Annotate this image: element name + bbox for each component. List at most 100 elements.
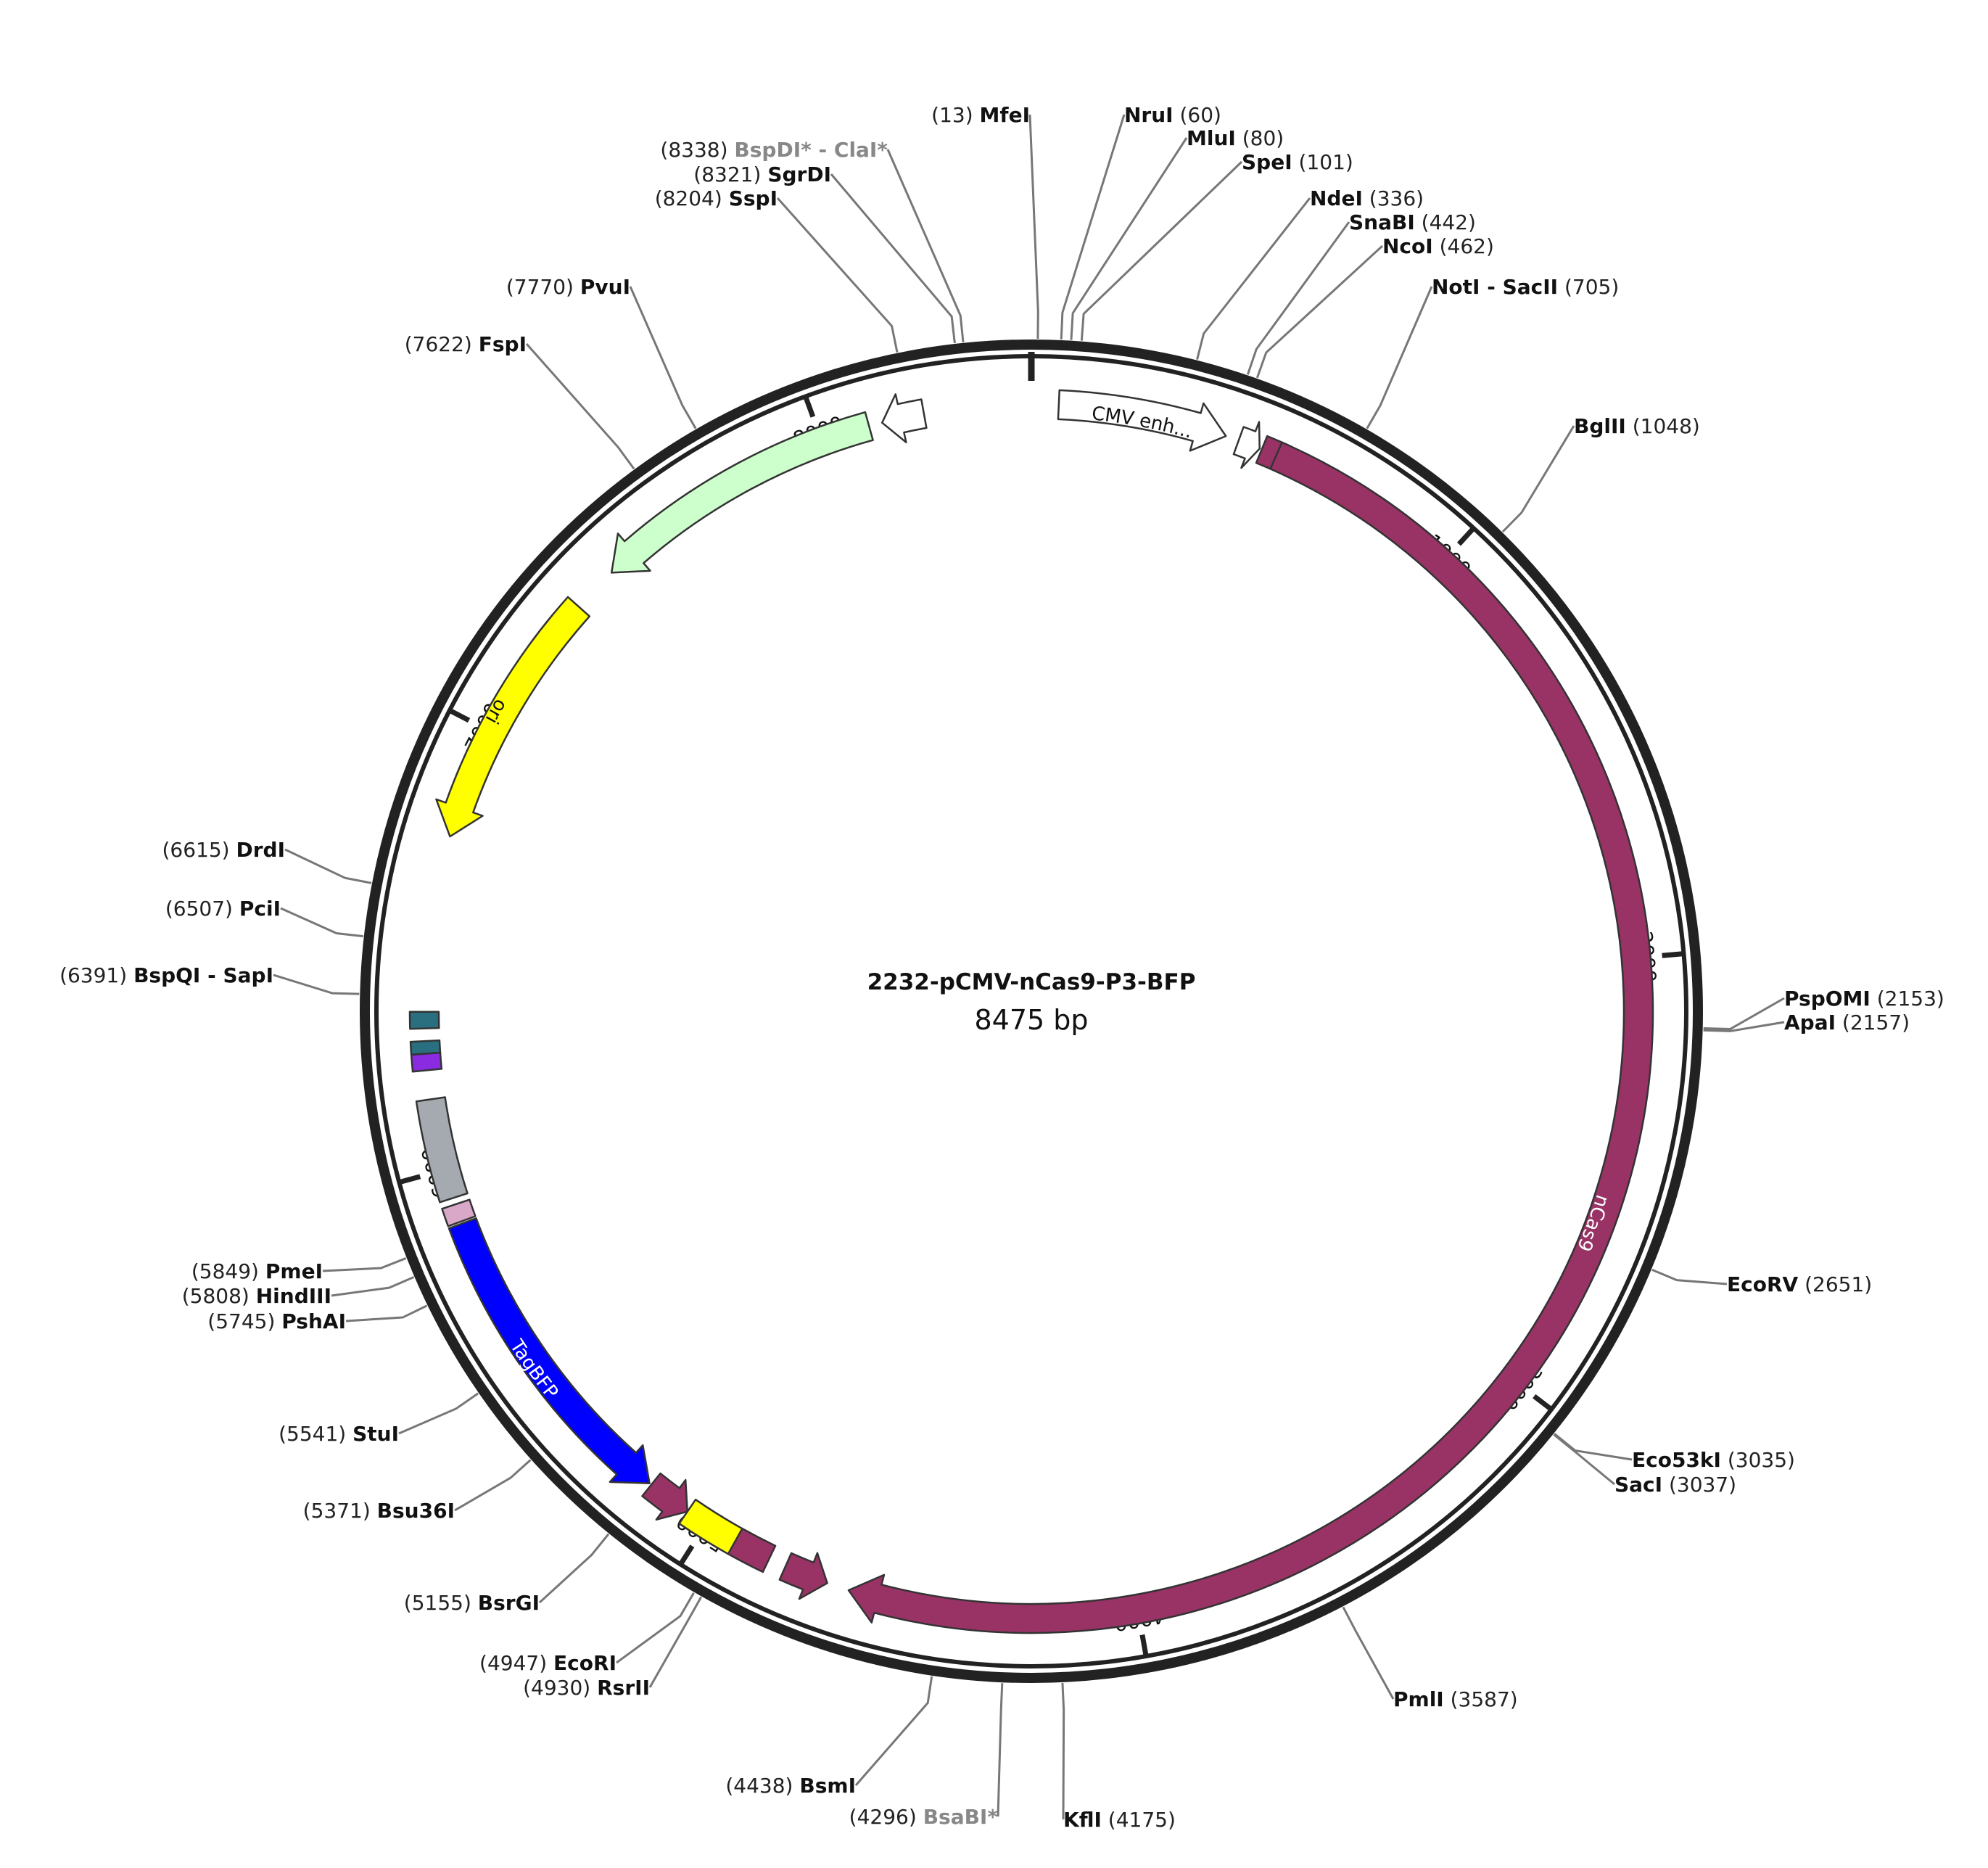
site-apai-leader — [1703, 1021, 1785, 1032]
site-eco53ki-leader — [1554, 1433, 1633, 1461]
site-pmli[interactable]: PmlI (3587) — [1342, 1606, 1518, 1711]
feature-segment-shape — [410, 1051, 443, 1073]
site-bsu36i[interactable]: (5371) Bsu36I — [303, 1459, 532, 1523]
feature-segment[interactable] — [881, 393, 928, 444]
site-bsabi[interactable]: (4296) BsaBI* — [849, 1683, 1004, 1829]
site-bglii-leader — [1501, 425, 1575, 533]
site-pshai[interactable]: (5745) PshAI — [207, 1304, 428, 1333]
feature-segment[interactable] — [409, 1039, 442, 1056]
site-ndei[interactable]: NdeI (336) — [1196, 186, 1424, 360]
site-drdi-label: (6615) DrdI — [162, 838, 285, 862]
tick-mark — [803, 395, 816, 418]
site-sgrdi[interactable]: (8321) SgrDI — [693, 162, 956, 344]
site-bglii[interactable]: BglII (1048) — [1501, 414, 1700, 533]
site-snabi[interactable]: SnaBI (442) — [1246, 210, 1476, 375]
tagbfp-feature[interactable]: TagBFP — [447, 1217, 651, 1488]
site-pcii-label: (6507) PciI — [165, 897, 281, 921]
tagbfp-feature-shape — [447, 1217, 651, 1484]
site-mfei-label: (13) MfeI — [931, 103, 1030, 127]
site-mlui[interactable]: MluI (80) — [1070, 126, 1284, 340]
tick-mark — [1139, 1634, 1149, 1657]
site-noti-sacii[interactable]: NotI - SacII (705) — [1366, 275, 1620, 429]
site-bsrgi[interactable]: (5155) BsrGI — [404, 1533, 610, 1615]
feature-segment[interactable] — [415, 1096, 469, 1203]
site-kfli-leader — [1061, 1682, 1065, 1820]
site-bsmi-label: (4438) BsmI — [725, 1774, 856, 1798]
cmv-enh-feature[interactable]: CMV enh... — [1057, 389, 1227, 452]
site-eco53ki[interactable]: Eco53kI (3035) — [1554, 1433, 1795, 1472]
ori-feature-shape — [435, 596, 591, 838]
site-bglii-label: BglII (1048) — [1574, 414, 1700, 438]
site-ncoi-label: NcoI (462) — [1382, 234, 1494, 258]
site-ecorv-leader — [1651, 1268, 1728, 1285]
site-pshai-label: (5745) PshAI — [207, 1309, 346, 1333]
site-noti-sacii-label: NotI - SacII (705) — [1432, 275, 1619, 299]
site-bsmi-leader — [854, 1676, 933, 1786]
feature-segment[interactable] — [441, 1198, 477, 1227]
site-nrui-leader — [1060, 114, 1126, 340]
feature-segment[interactable] — [410, 1051, 443, 1073]
tick-mark — [1662, 951, 1684, 958]
site-bsmi[interactable]: (4438) BsmI — [725, 1676, 933, 1798]
ori-feature[interactable]: ori — [435, 596, 591, 838]
site-bspdi-clai-label: (8338) BspDI* - ClaI* — [660, 138, 888, 162]
site-bsu36i-leader — [454, 1459, 532, 1512]
feature-segment[interactable] — [1232, 421, 1261, 469]
site-bsrgi-leader — [538, 1533, 610, 1604]
site-bspqi-sapi-label: (6391) BspQI - SapI — [59, 963, 273, 987]
site-eco53ki-label: Eco53kI (3035) — [1632, 1448, 1795, 1472]
site-ncoi-leader — [1255, 244, 1384, 379]
site-saci-leader — [1553, 1433, 1615, 1486]
site-pvui-label: (7770) PvuI — [506, 275, 630, 299]
site-bsu36i-label: (5371) Bsu36I — [303, 1499, 455, 1523]
site-ecorv-label: EcoRV (2651) — [1727, 1272, 1872, 1296]
tick-mark — [448, 708, 471, 723]
site-stui-leader — [398, 1392, 479, 1435]
site-drdi[interactable]: (6615) DrdI — [162, 838, 372, 884]
site-mfei-leader — [1028, 114, 1039, 340]
site-drdi-leader — [284, 848, 372, 884]
feature-segment-shape — [441, 1198, 477, 1227]
feature-segment-shape — [1232, 421, 1261, 469]
feature-segment[interactable] — [678, 1498, 743, 1555]
site-ncoi[interactable]: NcoI (462) — [1255, 234, 1494, 379]
site-sspi[interactable]: (8204) SspI — [655, 186, 899, 353]
site-mfei[interactable]: (13) MfeI — [931, 103, 1039, 340]
site-nrui[interactable]: NruI (60) — [1060, 103, 1221, 340]
site-bspdi-clai-leader — [886, 149, 965, 342]
site-ndei-leader — [1196, 197, 1311, 360]
site-saci[interactable]: SacI (3037) — [1553, 1433, 1736, 1497]
site-hindiii-leader — [331, 1276, 415, 1297]
site-hindiii-label: (5808) HindIII — [182, 1284, 331, 1308]
site-pmli-label: PmlI (3587) — [1393, 1687, 1518, 1711]
site-pvui[interactable]: (7770) PvuI — [506, 275, 697, 429]
site-spei[interactable]: SpeI (101) — [1080, 150, 1353, 341]
site-rsrii[interactable]: (4930) RsrII — [523, 1596, 703, 1700]
site-fspi[interactable]: (7622) FspI — [405, 332, 635, 470]
site-bspqi-sapi[interactable]: (6391) BspQI - SapI — [59, 963, 360, 995]
site-ecori[interactable]: (4947) EcoRI — [479, 1592, 695, 1675]
site-ecorv[interactable]: EcoRV (2651) — [1651, 1268, 1872, 1296]
site-ecori-leader — [616, 1592, 695, 1664]
site-bspdi-clai[interactable]: (8338) BspDI* - ClaI* — [660, 138, 965, 342]
plasmid-size: 8475 bp — [974, 1004, 1088, 1036]
site-stui[interactable]: (5541) StuI — [279, 1392, 479, 1446]
feature-segment[interactable] — [408, 1011, 440, 1030]
feature-segment-shape — [415, 1096, 469, 1203]
feature-segment[interactable] — [641, 1472, 689, 1521]
site-pcii[interactable]: (6507) PciI — [165, 897, 363, 938]
site-pmei[interactable]: (5849) PmeI — [191, 1257, 407, 1283]
feature-segment[interactable] — [778, 1552, 828, 1600]
feature-segment[interactable] — [610, 411, 874, 574]
site-ecori-label: (4947) EcoRI — [479, 1651, 616, 1675]
site-apai[interactable]: ApaI (2157) — [1703, 1011, 1910, 1034]
site-snabi-label: SnaBI (442) — [1349, 210, 1476, 234]
site-hindiii[interactable]: (5808) HindIII — [182, 1276, 415, 1308]
site-pspomi[interactable]: PspOMI (2153) — [1703, 987, 1944, 1030]
site-pspomi-label: PspOMI (2153) — [1784, 987, 1944, 1011]
site-saci-label: SacI (3037) — [1614, 1473, 1736, 1497]
cmv-enh-feature-shape — [1057, 389, 1227, 452]
site-spei-leader — [1080, 160, 1243, 341]
site-kfli[interactable]: KflI (4175) — [1061, 1682, 1176, 1832]
